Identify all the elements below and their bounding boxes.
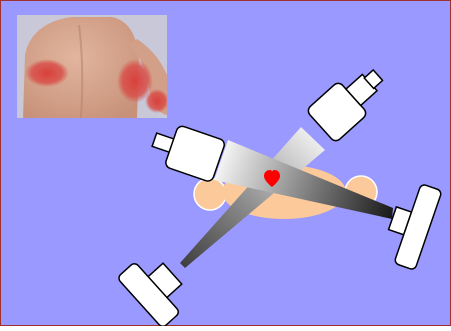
photo-image bbox=[17, 15, 167, 118]
patient-left-arm bbox=[194, 178, 226, 210]
back-skin-photo bbox=[17, 15, 167, 118]
rash-left bbox=[25, 59, 69, 87]
